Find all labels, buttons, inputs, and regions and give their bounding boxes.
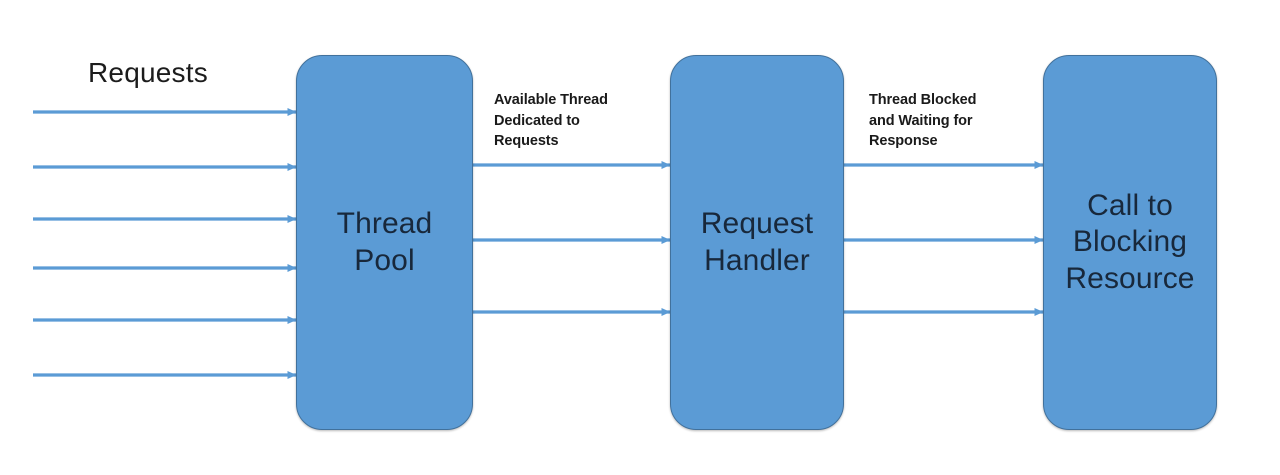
node-request-handler[interactable]: Request Handler [670,55,844,430]
requests-title: Requests [88,57,208,88]
pool-to-handler-arrows [473,161,671,316]
node-thread-pool-label: Thread Pool [336,206,433,277]
node-blocking-resource[interactable]: Call to Blocking Resource [1043,55,1217,430]
node-request-handler-label: Request Handler [700,206,814,277]
incoming-request-arrows [33,108,297,379]
flow-label-available-thread: Available Thread Dedicated to Requests [494,92,608,150]
node-thread-pool[interactable]: Thread Pool [296,55,473,430]
flow-label-thread-blocked: Thread Blocked and Waiting for Response [869,92,977,150]
handler-to-resource-arrows [844,161,1044,316]
node-blocking-resource-label: Call to Blocking Resource [1065,188,1195,295]
